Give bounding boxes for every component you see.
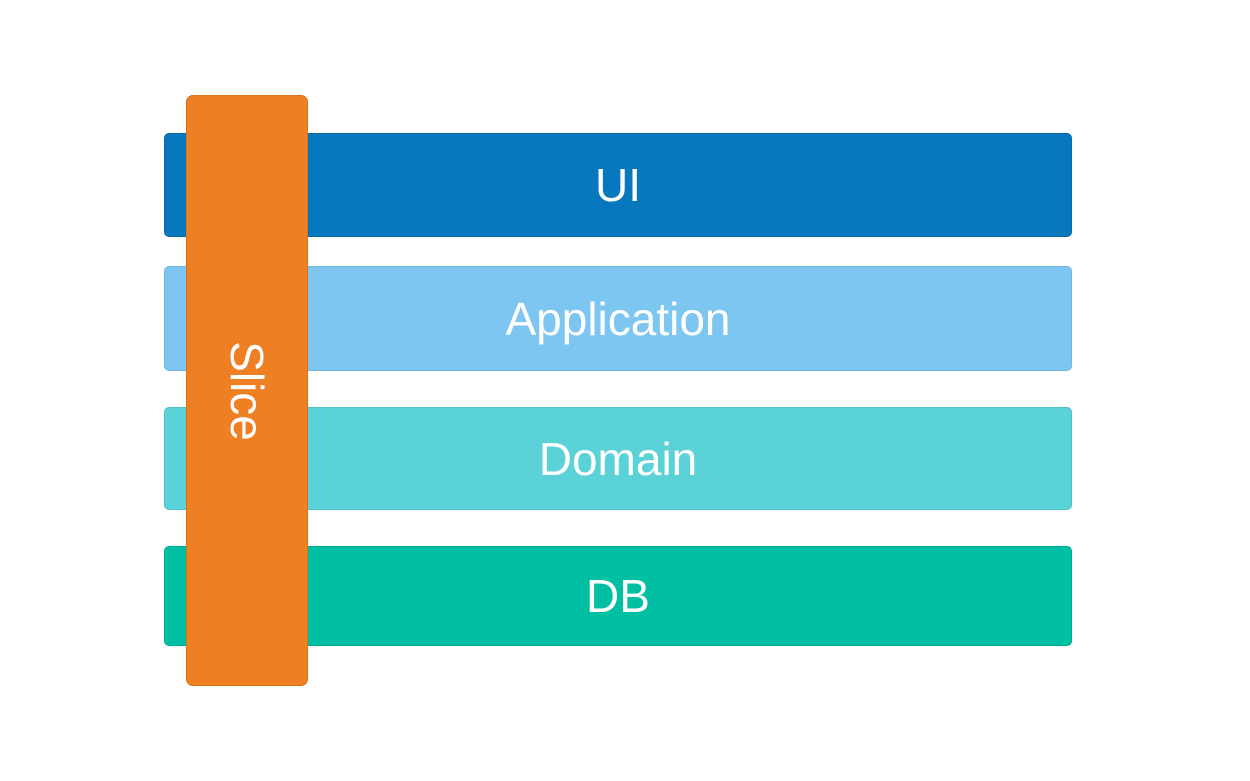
layer-bar-domain: Domain bbox=[164, 407, 1072, 510]
slice-bar: Slice bbox=[186, 95, 308, 686]
layer-label-domain: Domain bbox=[538, 432, 698, 485]
layer-bar-ui: UI bbox=[164, 133, 1072, 237]
layer-label-db: DB bbox=[586, 570, 650, 622]
slice-label: Slice bbox=[221, 340, 273, 441]
layer-label-ui: UI bbox=[595, 159, 641, 211]
layer-label-application: Application bbox=[505, 292, 731, 345]
layer-bar-application: Application bbox=[164, 266, 1072, 371]
layer-bar-db: DB bbox=[164, 546, 1072, 646]
